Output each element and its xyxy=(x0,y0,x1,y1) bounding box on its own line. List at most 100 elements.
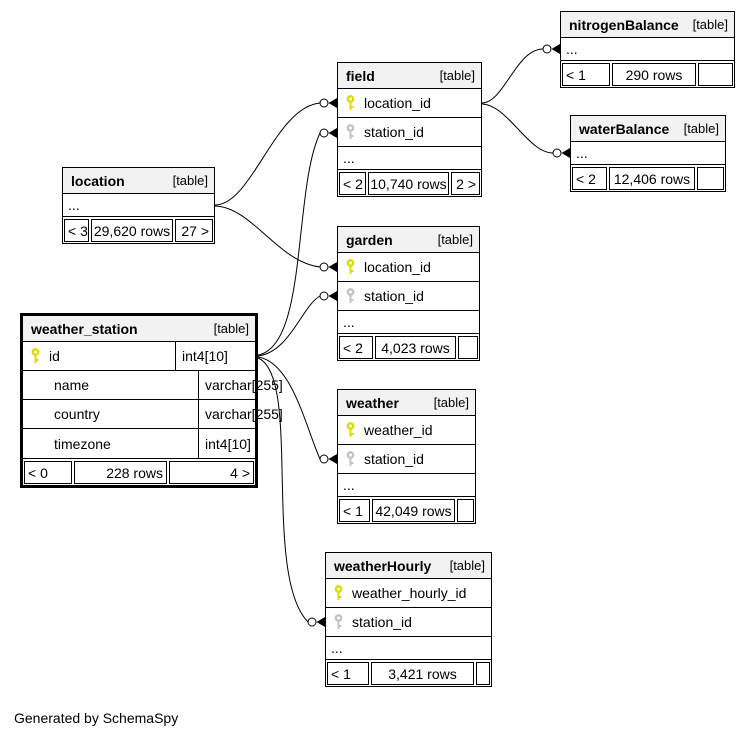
table-header[interactable]: weatherHourly [table] xyxy=(326,553,491,579)
table-footer: < 2 12,406 rows xyxy=(571,165,725,191)
table-header[interactable]: garden [table] xyxy=(338,227,479,253)
column-row[interactable]: station_id xyxy=(338,282,479,311)
table-header[interactable]: weather [table] xyxy=(338,390,475,416)
primary-key-icon xyxy=(334,585,343,601)
generated-by-note: Generated by SchemaSpy xyxy=(14,710,179,726)
footer-children: 27 > xyxy=(175,219,213,242)
footer-children: 4 > xyxy=(169,461,254,484)
table-header[interactable]: location [table] xyxy=(63,168,214,194)
fk-edge-field-nitrogenbalance xyxy=(481,48,544,104)
ellipsis-row: ... xyxy=(326,637,491,660)
fk-marker xyxy=(319,291,337,301)
table-header[interactable]: field [table] xyxy=(338,63,481,89)
footer-parents: < 2 xyxy=(339,172,366,195)
table-nitrogenBalance[interactable]: nitrogenBalance [table] ... < 1 290 rows xyxy=(560,11,735,88)
column-row[interactable]: weather_hourly_id xyxy=(326,579,491,608)
table-waterBalance[interactable]: waterBalance [table] ... < 2 12,406 rows xyxy=(570,115,726,192)
footer-children xyxy=(476,662,490,685)
footer-children: 2 > xyxy=(451,172,480,195)
column-row[interactable]: station_id xyxy=(338,445,475,474)
column-row[interactable]: country varchar[255] xyxy=(23,400,283,429)
column-name: weather_id xyxy=(364,422,433,438)
table-tag: [table] xyxy=(213,321,249,336)
footer-rowcount: 228 rows xyxy=(74,461,167,484)
column-row[interactable]: name varchar[255] xyxy=(23,371,283,400)
footer-parents: < 3 xyxy=(64,219,89,242)
fk-marker xyxy=(319,98,337,108)
fk-edge-station-field xyxy=(257,132,321,356)
table-footer: < 2 10,740 rows 2 > xyxy=(338,170,481,196)
fk-edge-station-garden xyxy=(257,295,321,357)
fk-marker xyxy=(307,617,325,627)
table-footer: < 1 42,049 rows xyxy=(338,497,475,523)
footer-children xyxy=(698,63,733,86)
foreign-key-icon xyxy=(346,288,355,304)
column-type: int4[10] xyxy=(198,429,286,458)
primary-key-icon xyxy=(346,259,355,275)
fk-edge-markers xyxy=(307,44,570,627)
table-title: field xyxy=(346,67,375,84)
column-type: int4[10] xyxy=(175,342,263,370)
table-footer: < 0 228 rows 4 > xyxy=(23,458,255,485)
table-field[interactable]: field [table] location_id station_id ...… xyxy=(337,62,482,197)
table-footer: < 1 290 rows xyxy=(561,61,734,87)
table-header[interactable]: waterBalance [table] xyxy=(571,116,725,142)
footer-parents: < 2 xyxy=(572,167,607,190)
fk-marker xyxy=(319,128,337,138)
fk-marker xyxy=(319,262,337,272)
column-name: station_id xyxy=(364,451,424,467)
table-weather[interactable]: weather [table] weather_id station_id ..… xyxy=(337,389,476,524)
table-header[interactable]: weather_station [table] xyxy=(23,316,255,342)
fk-edge-station-weatherhourly xyxy=(257,357,309,623)
table-tag: [table] xyxy=(433,395,469,410)
foreign-key-icon xyxy=(346,451,355,467)
column-row[interactable]: station_id xyxy=(326,608,491,637)
ellipsis-row: ... xyxy=(338,474,475,497)
footer-rowcount: 12,406 rows xyxy=(609,167,695,190)
table-footer: < 1 3,421 rows xyxy=(326,660,491,686)
fk-marker xyxy=(552,148,570,158)
table-weather_station[interactable]: weather_station [table] id int4[10] name… xyxy=(20,313,283,488)
fk-edge-station-weather xyxy=(257,356,321,460)
table-footer: < 3 29,620 rows 27 > xyxy=(63,217,214,243)
fk-edge-field-waterbalance xyxy=(481,103,554,154)
table-title: weatherHourly xyxy=(334,557,432,574)
table-title: garden xyxy=(346,231,393,248)
table-footer: < 2 4,023 rows xyxy=(338,334,479,360)
column-type: varchar[255] xyxy=(198,400,286,428)
table-location[interactable]: location [table] ... < 3 29,620 rows 27 … xyxy=(62,167,215,244)
table-garden[interactable]: garden [table] location_id station_id ..… xyxy=(337,226,480,361)
footer-parents: < 1 xyxy=(562,63,610,86)
table-weatherHourly[interactable]: weatherHourly [table] weather_hourly_id … xyxy=(325,552,492,687)
column-name: location_id xyxy=(364,95,431,111)
ellipsis-row: ... xyxy=(571,142,725,165)
column-name: station_id xyxy=(364,288,424,304)
column-name: timezone xyxy=(54,435,111,452)
fk-edge-location-field xyxy=(214,102,321,206)
ellipsis-row: ... xyxy=(63,194,214,217)
table-title: nitrogenBalance xyxy=(569,16,679,33)
ellipsis-row: ... xyxy=(338,147,481,170)
ellipsis-row: ... xyxy=(561,38,734,61)
column-name: location_id xyxy=(364,259,431,275)
footer-children xyxy=(697,167,724,190)
column-row[interactable]: weather_id xyxy=(338,416,475,445)
primary-key-icon xyxy=(31,348,40,364)
table-tag: [table] xyxy=(692,17,728,32)
fk-marker xyxy=(319,454,337,464)
column-name: station_id xyxy=(352,614,412,630)
column-row[interactable]: id int4[10] xyxy=(23,342,255,371)
foreign-key-icon xyxy=(334,614,343,630)
column-name: country xyxy=(54,406,100,422)
footer-rowcount: 29,620 rows xyxy=(91,219,173,242)
column-row[interactable]: location_id xyxy=(338,253,479,282)
table-title: waterBalance xyxy=(579,120,670,137)
column-type: varchar[255] xyxy=(198,371,286,399)
column-row[interactable]: timezone int4[10] xyxy=(23,429,255,458)
table-header[interactable]: nitrogenBalance [table] xyxy=(561,12,734,38)
fk-marker xyxy=(542,44,560,54)
column-row[interactable]: station_id xyxy=(338,118,481,147)
footer-parents: < 1 xyxy=(339,499,370,522)
column-row[interactable]: location_id xyxy=(338,89,481,118)
table-title: weather_station xyxy=(31,320,138,337)
